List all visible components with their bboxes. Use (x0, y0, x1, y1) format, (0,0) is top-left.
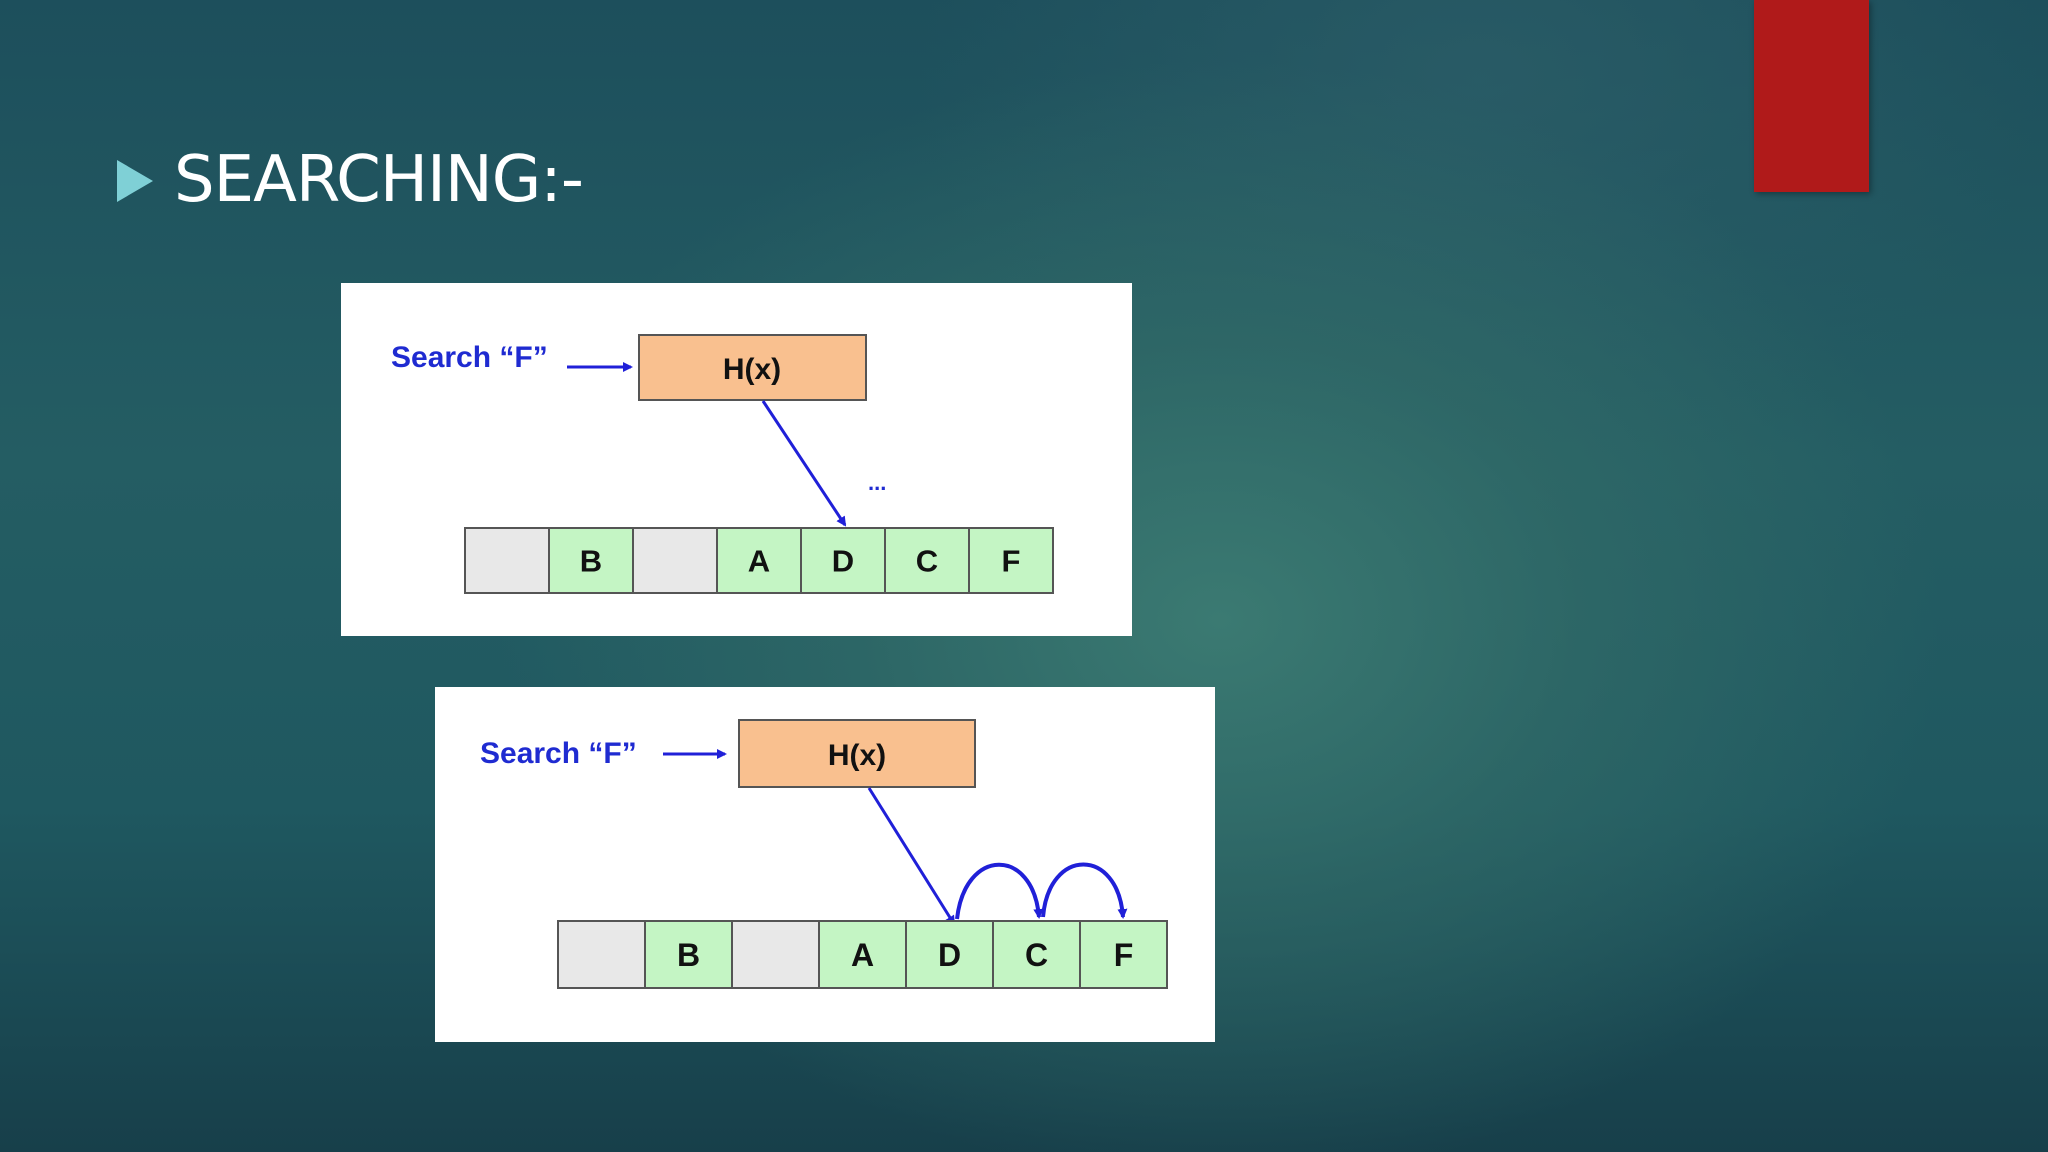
diagram-panel-2: Search “F” H(x) B A D C F (435, 687, 1215, 1042)
table-cell-label: B (580, 544, 602, 579)
search-label: Search “F” (391, 341, 548, 374)
table-cell-label: A (851, 937, 874, 973)
diagram-panel-1: Search “F” H(x) ... B A D C F (341, 283, 1132, 636)
empty-table-cell (632, 527, 718, 594)
hash-function-box (638, 334, 867, 401)
table-cell-label: B (677, 937, 700, 973)
table-cell (644, 920, 733, 989)
table-cell (992, 920, 1081, 989)
table-cell-label: C (916, 544, 938, 579)
slide-title: SEARCHING:- (174, 143, 584, 217)
linear-probe-diagram-1: Search “F” H(x) ... B A D C F (391, 334, 1054, 594)
table-cell-label: F (1114, 937, 1134, 973)
empty-table-cell (557, 920, 646, 989)
hash-function-box (738, 719, 976, 788)
red-accent-bar (1754, 0, 1869, 192)
table-cell (548, 527, 634, 594)
hash-pointer-arrow (867, 787, 956, 926)
empty-table-cell (464, 527, 550, 594)
search-label: Search “F” (480, 737, 637, 770)
probe-arrow-d-to-c (955, 862, 1044, 920)
ellipsis-label: ... (868, 470, 886, 495)
hash-label: H(x) (723, 353, 781, 386)
table-cell (1079, 920, 1168, 989)
table-cell-label: D (832, 544, 854, 579)
hash-pointer-arrow (761, 400, 847, 527)
table-cell-label: A (748, 544, 770, 579)
empty-table-cell (731, 920, 820, 989)
hash-label: H(x) (828, 739, 886, 772)
table-cell (968, 527, 1054, 594)
table-cell-label: F (1002, 544, 1021, 579)
probe-arrow-c-to-f (1041, 862, 1128, 919)
table-cell-label: D (938, 937, 961, 973)
triangle-bullet-icon (117, 160, 153, 202)
table-cell-label: C (1025, 937, 1048, 973)
table-cell (716, 527, 802, 594)
table-cell (905, 920, 994, 989)
table-cell (818, 920, 907, 989)
linear-probe-diagram-2: Search “F” H(x) B A D C F (480, 719, 1168, 989)
